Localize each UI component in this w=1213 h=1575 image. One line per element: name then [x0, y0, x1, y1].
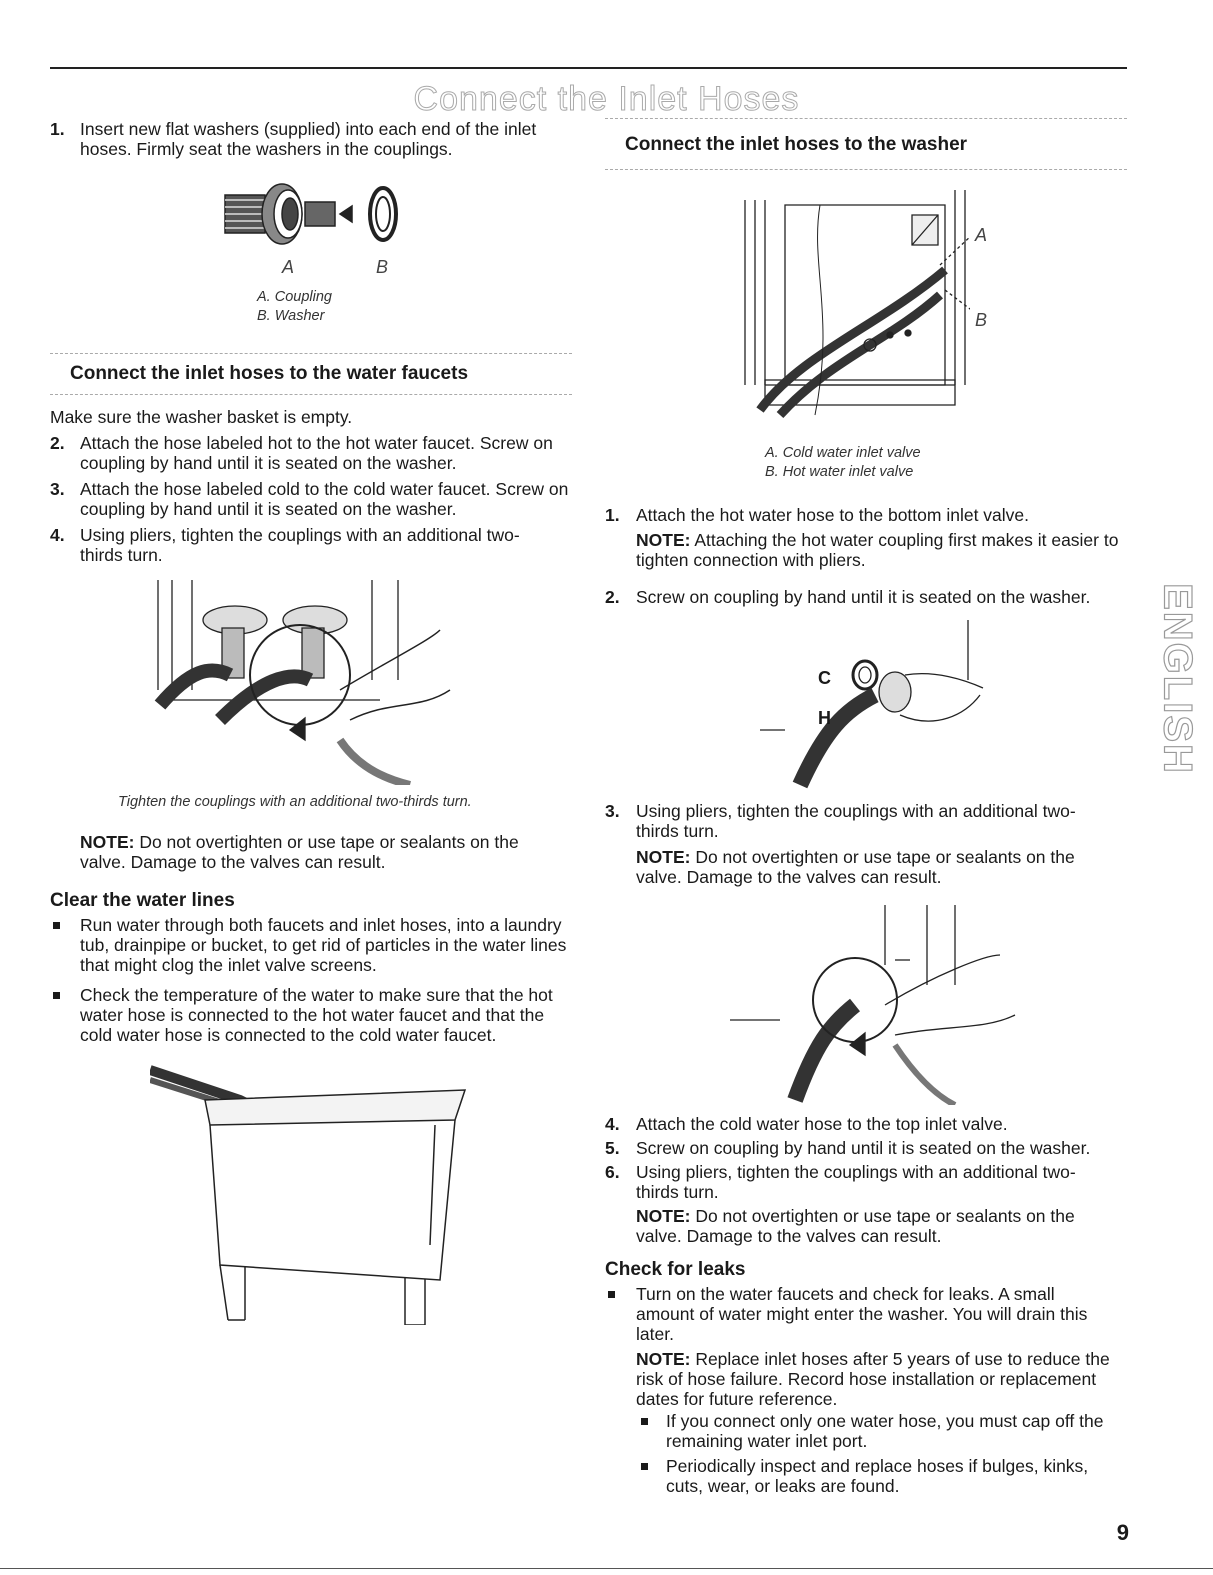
coupling-hand-illustration [755, 620, 985, 790]
note-text: Replace inlet hoses after 5 years of use… [636, 1349, 1110, 1409]
figure-label-c: C [818, 668, 831, 688]
page-number: 9 [1116, 1520, 1129, 1545]
bullet-marker [53, 992, 60, 999]
note: NOTE: Attaching the hot water coupling f… [636, 530, 1126, 570]
check-for-leaks-heading: Check for leaks [605, 1259, 746, 1280]
top-rule [50, 67, 1127, 69]
note: NOTE: Do not overtighten or use tape or … [636, 847, 1106, 887]
note-text: Do not overtighten or use tape or sealan… [80, 832, 519, 872]
step-number: 1. [50, 119, 65, 139]
step-text: Attach the hot water hose to the bottom … [636, 505, 1030, 525]
bullet-text: If you connect only one water hose, you … [666, 1411, 1104, 1451]
step-text: Screw on coupling by hand until it is se… [636, 587, 1091, 607]
note-label: NOTE: [80, 832, 135, 852]
note: NOTE: Do not overtighten or use tape or … [80, 832, 550, 872]
step-number: 2. [605, 587, 620, 607]
page-title: Connect the Inlet Hoses [413, 80, 800, 119]
figure-label-b: B [975, 310, 988, 330]
step-text: Insert new flat washers (supplied) into … [80, 119, 537, 159]
step-number: 3. [605, 801, 620, 821]
intro-text: Make sure the washer basket is empty. [50, 407, 353, 427]
step-number: 3. [50, 479, 65, 499]
step-number: 1. [605, 505, 620, 525]
pliers-valve-illustration [725, 905, 1045, 1105]
step-text: Attach the hose labeled hot to the hot w… [80, 433, 553, 473]
bullet-text: Check the temperature of the water to ma… [80, 985, 553, 1045]
washer-back-illustration [740, 185, 970, 420]
step-text: Attach the cold water hose to the top in… [636, 1114, 1008, 1134]
caption-cold-valve: A. Cold water inlet valve [765, 445, 921, 461]
caption-hot-valve: B. Hot water inlet valve [765, 464, 914, 480]
caption-washer: B. Washer [257, 308, 325, 324]
note-label: NOTE: [636, 1206, 691, 1226]
note-text: Attaching the hot water coupling first m… [636, 530, 1119, 570]
bullet-marker [53, 922, 60, 929]
bullet-marker [641, 1418, 648, 1425]
caption-coupling: A. Coupling [257, 289, 332, 305]
figure-label-a: A [282, 257, 295, 277]
note-label: NOTE: [636, 847, 691, 867]
clear-water-lines-heading: Clear the water lines [50, 890, 235, 911]
note: NOTE: Do not overtighten or use tape or … [636, 1206, 1106, 1246]
note-text: Do not overtighten or use tape or sealan… [636, 1206, 1075, 1246]
note: NOTE: Replace inlet hoses after 5 years … [636, 1349, 1126, 1409]
step-text: Attach the hose labeled cold to the cold… [80, 479, 569, 519]
section-heading-faucets: Connect the inlet hoses to the water fau… [50, 353, 572, 395]
step-text: Screw on coupling by hand until it is se… [636, 1138, 1091, 1158]
step-text: Using pliers, tighten the couplings with… [636, 801, 1076, 841]
note-text: Do not overtighten or use tape or sealan… [636, 847, 1075, 887]
figure-label-b: B [376, 257, 389, 277]
step-number: 2. [50, 433, 65, 453]
bullet-text: Turn on the water faucets and check for … [636, 1284, 1088, 1344]
figure-label-a: A [975, 225, 988, 245]
coupling-washer-illustration [220, 180, 420, 250]
step-number: 6. [605, 1162, 620, 1182]
bullet-text: Run water through both faucets and inlet… [80, 915, 567, 975]
faucet-pliers-illustration [150, 580, 470, 785]
bottom-rule [0, 1568, 1213, 1569]
step-number: 4. [50, 525, 65, 545]
section-heading-washer: Connect the inlet hoses to the washer [605, 118, 1127, 170]
caption-tighten: Tighten the couplings with an additional… [118, 794, 472, 810]
side-tab-text: ENGLISH [1155, 583, 1199, 775]
step-number: 4. [605, 1114, 620, 1134]
step-number: 5. [605, 1138, 620, 1158]
note-label: NOTE: [636, 1349, 691, 1369]
step-text: Using pliers, tighten the couplings with… [636, 1162, 1076, 1202]
bullet-marker [641, 1463, 648, 1470]
bullet-text: Periodically inspect and replace hoses i… [666, 1456, 1089, 1496]
step-text: Using pliers, tighten the couplings with… [80, 525, 520, 565]
bullet-marker [608, 1291, 615, 1298]
side-language-tab: ENGLISH [1155, 583, 1200, 776]
note-label: NOTE: [636, 530, 691, 550]
laundry-tub-illustration [150, 1065, 467, 1325]
figure-label-h: H [818, 708, 831, 728]
